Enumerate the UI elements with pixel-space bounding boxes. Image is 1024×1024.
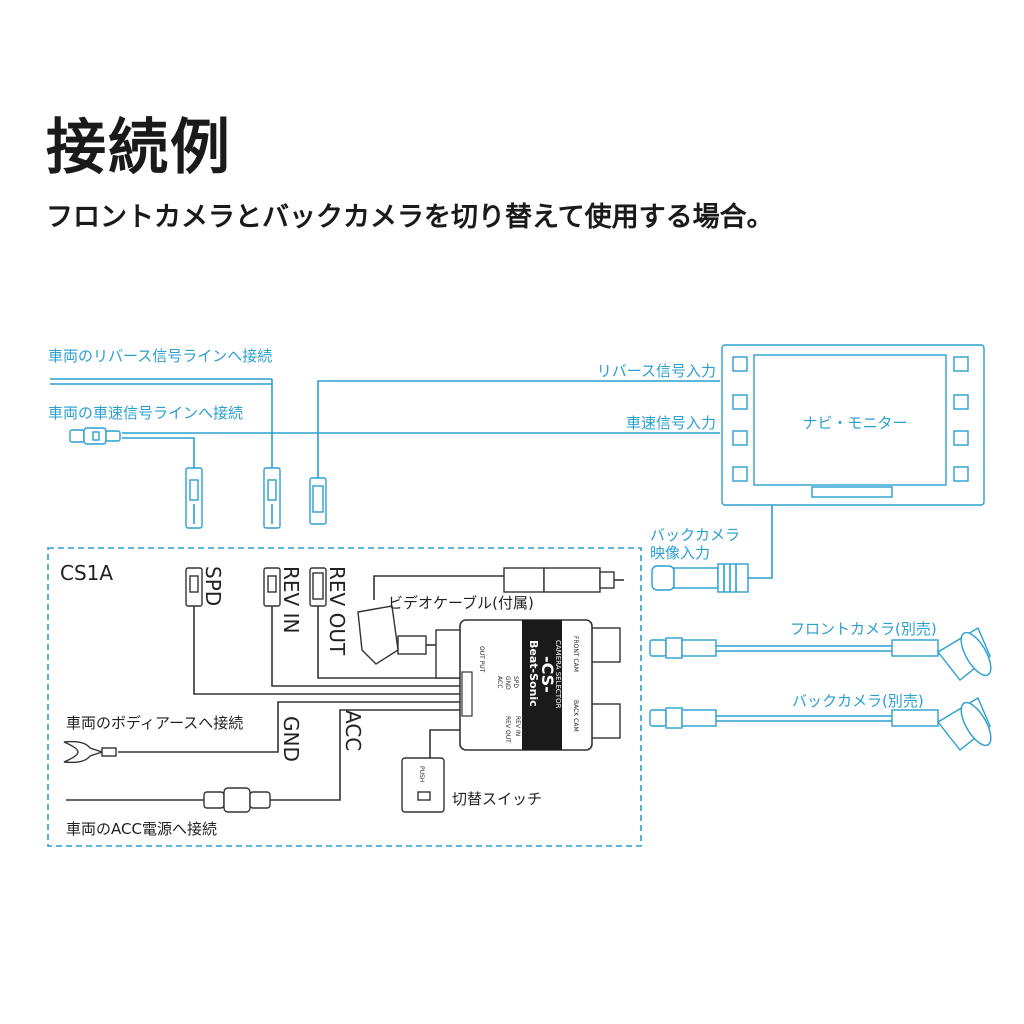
gnd-label: GND [279,716,303,762]
spd-label: SPD [201,566,225,606]
splice-terminal-spd [185,467,203,529]
acc-power-label: 車両のACC電源へ接続 [66,820,217,838]
product-label: CAMERA SELECTOR [554,640,562,709]
output-port-label: OUT PUT [478,646,485,673]
speed-tap-wire [122,437,195,468]
splice-terminal-rev-out [309,477,327,525]
video-cable: ビデオケーブル(付属) [357,567,624,665]
body-earth-terminal: 車両のボディアースへ接続 GND [63,714,303,764]
speed-input-label: 車速信号入力 [626,414,716,432]
video-cable-label: ビデオケーブル(付属) [388,594,534,612]
brand-label: Beat-Sonic [527,640,540,707]
acc-fuse-holder: ACC 車両のACC電源へ接続 [66,710,365,838]
harness-wires [66,604,462,801]
switch-label: 切替スイッチ [452,790,542,808]
push-switch: PUSH 切替スイッチ [401,757,542,813]
terminal-rev-out [309,567,327,607]
spd-port-label: SPD [512,676,519,688]
front-camera-label: フロントカメラ(別売) [790,620,937,638]
back-cam-input-wire [748,505,773,579]
reverse-input-label: リバース信号入力 [597,362,716,380]
reverse-output-wire [317,380,720,478]
rev-out-label: REV OUT [325,566,349,656]
monitor-side-buttons [732,356,969,482]
rev-in-port-label: REV IN [514,716,521,736]
back-camera: バックカメラ(別売) [649,692,992,751]
rca-female-connector [651,563,749,593]
spd-wire [193,604,462,695]
vehicle-signal-lines: 車両のリバース信号ラインへ接続 車両の車速信号ラインへ接続 リバース信号入力 車… [48,347,720,529]
selector-brand-panel [522,620,562,750]
front-camera: フロントカメラ(別売) [649,620,992,681]
back-camera-label: バックカメラ(別売) [792,692,924,710]
gnd-port-label: GND [504,676,511,690]
switch-wire [429,729,462,760]
push-label: PUSH [418,766,425,782]
model-label: -CS- [538,656,557,693]
speed-line-label: 車両の車速信号ラインへ接続 [48,404,243,422]
front-cam-port-label: FRONT CAM [572,636,579,672]
rev-out-wire [317,604,462,679]
rev-out-port-label: REV OUT [504,716,511,743]
reverse-line-label: 車両のリバース信号ラインへ接続 [48,347,272,365]
back-cam-input-label-2: 映像入力 [650,544,710,562]
body-earth-label: 車両のボディアースへ接続 [66,714,243,732]
page-subtitle: フロントカメラとバックカメラを切り替えて使用する場合。 [46,202,774,233]
navi-monitor: ナビ・モニター バックカメラ 映像入力 [650,344,985,593]
acc-port-label: ACC [496,676,503,688]
kit-name-label: CS1A [60,561,113,585]
acc-wire [66,709,462,801]
camera-selector-unit: Beat-Sonic -CS- CAMERA SELECTOR FRONT CA… [435,619,621,751]
terminal-rev-in [263,567,281,607]
kit-dashed-box [47,547,642,847]
harness-connector [461,671,473,717]
back-cam-input-label-1: バックカメラ [650,526,740,544]
bullet-connector [69,427,121,445]
terminal-spd [185,567,203,607]
back-cam-port-label: BACK CAM [572,700,579,732]
monitor-label: ナビ・モニター [802,414,907,432]
page-title: 接続例 [46,113,232,183]
rev-in-wire [271,604,462,687]
gnd-wire [118,701,462,753]
acc-label: ACC [341,710,365,751]
splice-terminal-rev-in [263,467,281,529]
rev-in-label: REV IN [279,566,303,633]
